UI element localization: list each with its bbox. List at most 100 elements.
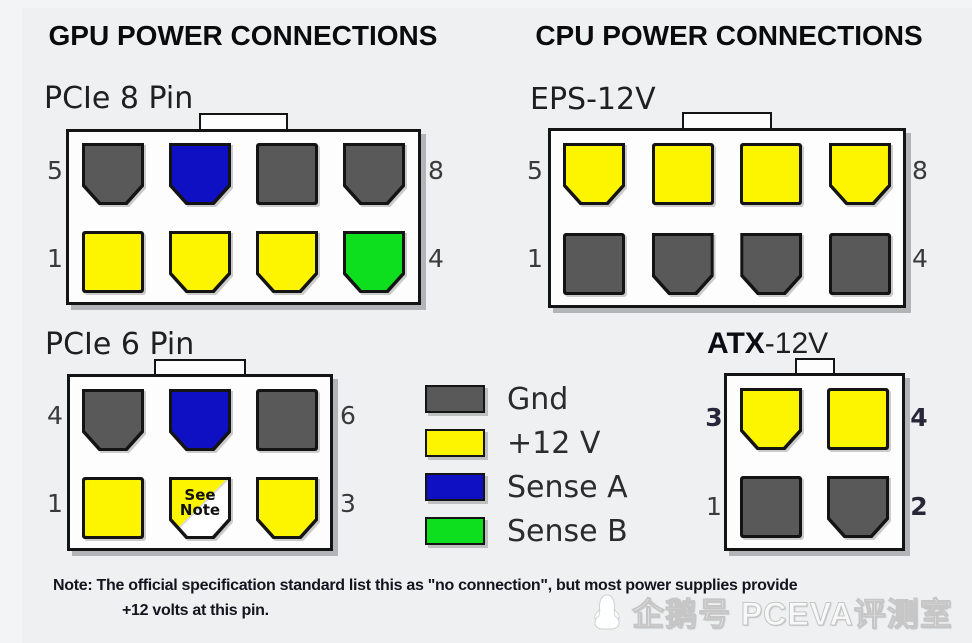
plus12v-label: +12 V: [507, 425, 601, 461]
pin-gnd: [82, 143, 144, 205]
note-text-line1: Note: The official specification standar…: [53, 577, 798, 594]
watermark-text: 企鹅号 PCEVA评测室: [632, 596, 953, 633]
sense-b-label: Sense B: [507, 513, 628, 549]
pin-fill: [566, 236, 622, 292]
atx-pin3-number: 3: [705, 403, 723, 432]
pcie8-pin5-number: 5: [47, 156, 63, 185]
pin-gnd: [827, 476, 889, 538]
eps-pin1-number: 1: [527, 244, 543, 273]
pin-plus12v: [563, 143, 625, 205]
pcie8-pin8-number: 8: [428, 156, 444, 185]
pin-fill: [85, 480, 141, 536]
pin-plus12v: [740, 388, 802, 450]
pin-plus12v: [256, 477, 318, 539]
pin-sense_a: [169, 143, 231, 205]
atx-pin4-number: 4: [910, 403, 928, 432]
eps-pin8-number: 8: [912, 156, 928, 185]
note-text-line2: +12 volts at this pin.: [122, 602, 269, 619]
pin-plus12v: [828, 143, 891, 205]
watermark: 企鹅号 PCEVA评测室: [590, 589, 953, 635]
eps-pin4-number: 4: [912, 244, 928, 273]
plus12v-swatch: [425, 429, 485, 457]
penguin-icon: [594, 594, 620, 630]
pin-gnd: [651, 233, 714, 295]
pin-fill: [831, 236, 888, 292]
pin-fill: [259, 392, 315, 448]
pcie8-connector: [66, 129, 421, 305]
pin-sense_a: [169, 389, 231, 451]
sense-a-swatch: [425, 473, 485, 501]
pin-gnd: [82, 389, 144, 451]
atx-pin2-number: 2: [910, 492, 928, 521]
pin-fill: [654, 146, 711, 202]
pin-fill: [172, 146, 228, 202]
pin-plus12v: [827, 388, 889, 450]
pin-fill: [172, 234, 228, 290]
pin-fill: [830, 479, 886, 535]
pin-fill: [172, 392, 228, 448]
pin-fill: [566, 146, 622, 202]
pin-plus12v: [169, 231, 231, 293]
pcie8-pin-grid: [69, 132, 418, 302]
eps-pin-grid: [551, 131, 903, 305]
gnd-label: Gnd: [507, 381, 569, 417]
pin-fill: [85, 146, 141, 202]
eps-label: EPS-12V: [530, 84, 656, 116]
legend-row-12v: +12 V: [425, 425, 601, 461]
pin-gnd: [563, 233, 625, 295]
atx-label-rest: -12V: [764, 327, 829, 360]
pin-gnd: [256, 143, 318, 205]
atx-label-bold: ATX: [707, 327, 765, 360]
pcie8-label-text: PCIe 8 Pin: [44, 81, 194, 116]
pcie8-pin1-number: 1: [47, 244, 63, 273]
pin-fill: [346, 234, 402, 290]
atx-label: ATX-12V: [707, 328, 828, 360]
atx-pin1-number: 1: [706, 492, 722, 521]
atx-connector: [724, 373, 905, 551]
eps-connector: [548, 128, 906, 308]
pin-plus12v: [82, 231, 144, 293]
pin-fill: [743, 391, 799, 447]
sense-a-label: Sense A: [507, 469, 628, 505]
pin-gnd: [740, 233, 803, 295]
pcie6-label-text: PCIe 6 Pin: [45, 327, 195, 362]
eps-pin5-number: 5: [527, 156, 543, 185]
pcie6-pin6-number: 6: [340, 401, 356, 430]
sense-b-swatch: [425, 517, 485, 545]
pin-fill: [654, 236, 711, 292]
legend-row-gnd: Gnd: [425, 381, 569, 417]
pin-fill: [831, 146, 888, 202]
pin-plus12v: [651, 143, 714, 205]
gnd-swatch: [425, 385, 485, 413]
pin-gnd: [343, 143, 405, 205]
pcie6-pin3-number: 3: [340, 489, 356, 518]
pin-plus12v: [740, 143, 803, 205]
pin-fill: [259, 146, 315, 202]
pin-gnd: [828, 233, 891, 295]
legend-row-sense-b: Sense B: [425, 513, 628, 549]
pin-plus12v: [82, 477, 144, 539]
pcie8-label: PCIe 8 Pin: [44, 83, 193, 115]
pcie6-pin1-number: 1: [47, 489, 63, 518]
gpu-section-title: GPU POWER CONNECTIONS: [48, 20, 438, 51]
pin-fill: [172, 480, 228, 536]
eps-label-text: EPS-12V: [530, 82, 656, 117]
cpu-section-title: CPU POWER CONNECTIONS: [535, 20, 923, 51]
legend-row-sense-a: Sense A: [425, 469, 628, 505]
pcie6-label: PCIe 6 Pin: [45, 329, 194, 361]
pin-fill: [85, 234, 141, 290]
pin-fill: [346, 146, 402, 202]
pin-fill: [743, 479, 799, 535]
pin-plus12v: [256, 231, 318, 293]
pin-fill: [743, 146, 800, 202]
pin-fill: [743, 236, 800, 292]
pin-gnd: [740, 476, 802, 538]
pin-fill: [85, 392, 141, 448]
pcie8-pin4-number: 4: [428, 244, 444, 273]
pcie6-pin4-number: 4: [47, 401, 63, 430]
